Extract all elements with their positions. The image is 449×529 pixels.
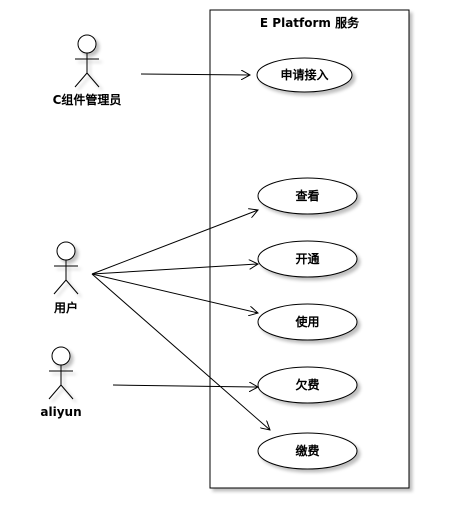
actor-admin[interactable]: C组件管理员 <box>53 34 122 107</box>
use-case-arrears[interactable]: 欠费 <box>257 366 358 404</box>
use-case-view[interactable]: 查看 <box>257 177 358 215</box>
actor-user[interactable]: 用户 <box>53 241 79 315</box>
use-case-open[interactable]: 开通 <box>257 240 358 278</box>
association-user-view <box>91 210 258 275</box>
use-case-apply[interactable]: 申请接入 <box>256 57 353 93</box>
actor-user-label: 用户 <box>53 300 78 315</box>
actor-aliyun[interactable]: aliyun <box>40 346 82 419</box>
use-case-open-label: 开通 <box>295 251 319 266</box>
association-user-use <box>91 273 258 313</box>
use-case-arrears-label: 欠费 <box>295 377 319 392</box>
use-case-use-label: 使用 <box>294 314 319 329</box>
association-user-pay <box>91 273 270 430</box>
use-case-pay[interactable]: 缴费 <box>257 432 358 470</box>
association-user-open <box>91 264 258 275</box>
use-case-use[interactable]: 使用 <box>257 303 358 341</box>
use-case-pay-label: 缴费 <box>295 443 319 458</box>
stick-figure-icon <box>48 346 74 400</box>
actor-aliyun-label: aliyun <box>40 405 81 419</box>
use-case-view-label: 查看 <box>294 188 319 203</box>
associations <box>91 74 270 430</box>
system-title: E Platform 服务 <box>260 15 360 30</box>
use-case-apply-label: 申请接入 <box>280 67 328 82</box>
association-aliyun-arrears <box>112 385 258 387</box>
actor-admin-label: C组件管理员 <box>53 92 122 107</box>
association-admin-apply <box>140 74 250 75</box>
stick-figure-icon <box>74 34 100 88</box>
stick-figure-icon <box>53 241 79 295</box>
